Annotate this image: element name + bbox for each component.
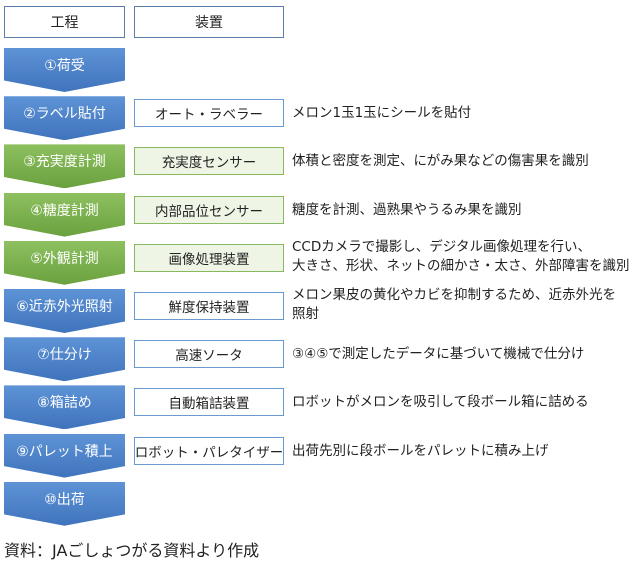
device-box: オート・ラベラー [134,99,284,128]
device-label: 画像処理装置 [168,251,250,268]
step-description: ロボットがメロンを吸引して段ボール箱に詰める [292,393,636,412]
header-process-label: 工程 [50,15,79,31]
process-step-arrow: ③充実度計測 [4,144,125,189]
process-step-arrow: ⑥近赤外光照射 [4,289,125,333]
flow-row: ⑦仕分け 高速ソータ ③④⑤で測定したデータに基づいて機械で仕分け [0,337,640,382]
process-step-arrow: ⑤外観計測 [4,240,125,285]
device-box: ロボット・パレタイザー [134,436,284,465]
device-label: ロボット・パレタイザー [134,444,284,461]
device-label: 鮮度保持装置 [168,300,250,316]
process-step-label: ⑩出荷 [44,491,85,508]
description-line: 糖度を計測、過熟果やうるみ果を識別 [292,201,522,218]
process-step-label: ⑥近赤外光照射 [16,299,113,315]
device-label: 内部品位センサー [155,203,263,220]
device-label: オート・ラベラー [155,107,263,124]
process-step-arrow: ⑧箱詰め [4,385,125,430]
description-line: メロン1玉1玉にシールを貼付 [292,105,472,122]
process-step-arrow: ①荷受 [4,48,125,92]
device-box: 画像処理装置 [134,243,284,272]
flow-row: ①荷受 [0,48,640,92]
step-description: CCDカメラで撮影し、デジタル画像処理を行い、大きさ、形状、ネットの細かさ・太さ… [292,238,636,276]
description-line: 体積と密度を測定、にがみ果などの傷害果を識別 [292,153,589,170]
device-box: 自動箱詰装置 [134,388,284,417]
process-step-label: ①荷受 [44,58,85,74]
flow-row: ⑨パレット積上 ロボット・パレタイザー出荷先別に段ボールをパレットに積み上げ [0,433,640,478]
device-box: 充実度センサー [134,147,284,176]
step-description: ③④⑤で測定したデータに基づいて機械で仕分け [292,345,636,364]
header-device: 装置 [134,6,284,38]
process-step-arrow: ⑦仕分け [4,337,125,382]
step-description: メロン果皮の黄化やカビを抑制するため、近赤外光を照射 [292,286,636,324]
flow-row: ⑧箱詰め 自動箱詰装置 ロボットがメロンを吸引して段ボール箱に詰める [0,385,640,430]
device-box: 高速ソータ [134,340,284,369]
process-step-arrow: ②ラベル貼付 [4,96,125,141]
process-step-arrow: ⑩出荷 [4,481,125,526]
device-box: 鮮度保持装置 [134,292,284,320]
description-line: ③④⑤で測定したデータに基づいて機械で仕分け [292,346,585,363]
process-step-label: ⑨パレット積上 [16,443,113,460]
step-description: 体積と密度を測定、にがみ果などの傷害果を識別 [292,152,636,171]
flow-row: ⑤外観計測 画像処理装置 CCDカメラで撮影し、デジタル画像処理を行い、大きさ、形状… [0,238,640,285]
flow-row: ④糖度計測 内部品位センサー 糖度を計測、過熟果やうるみ果を識別 [0,192,640,237]
description-line: 大きさ、形状、ネットの細かさ・太さ、外部障害を識別 [292,257,630,274]
description-line: CCDカメラで撮影し、デジタル画像処理を行い、 [292,238,591,255]
description-line: ロボットがメロンを吸引して段ボール箱に詰める [292,394,589,411]
flow-row: ②ラベル貼付 オート・ラベラー メロン1玉1玉にシールを貼付 [0,96,640,141]
source-note: 資料：JAごしょつがる資料より作成 [4,541,260,560]
step-description: 糖度を計測、過熟果やうるみ果を識別 [292,201,636,220]
device-label: 充実度センサー [161,155,257,172]
process-step-label: ⑤外観計測 [30,250,99,267]
process-step-label: ⑧箱詰め [37,395,92,412]
process-step-label: ③充実度計測 [23,154,106,171]
process-step-label: ④糖度計測 [30,202,99,219]
flow-row: ③充実度計測 充実度センサー 体積と密度を測定、にがみ果などの傷害果を識別 [0,144,640,189]
description-line: 照射 [292,306,319,322]
step-description: 出荷先別に段ボールをパレットに積み上げ [292,442,636,461]
description-line: メロン果皮の黄化やカビを抑制するため、近赤外光を [292,287,616,303]
device-box: 内部品位センサー [134,195,284,224]
process-step-arrow: ⑨パレット積上 [4,433,125,478]
flow-row: ⑩出荷 [0,481,640,526]
header-process: 工程 [4,6,125,38]
step-description: メロン1玉1玉にシールを貼付 [292,104,636,123]
device-label: 自動箱詰装置 [168,396,250,413]
device-label: 高速ソータ [175,348,243,365]
header-device-label: 装置 [195,15,223,31]
process-step-label: ⑦仕分け [37,347,92,364]
description-line: 出荷先別に段ボールをパレットに積み上げ [292,442,549,459]
flow-row: ⑥近赤外光照射 鮮度保持装置 メロン果皮の黄化やカビを抑制するため、近赤外光を照射 [0,286,640,333]
process-step-arrow: ④糖度計測 [4,192,125,237]
process-step-label: ②ラベル貼付 [23,106,106,123]
